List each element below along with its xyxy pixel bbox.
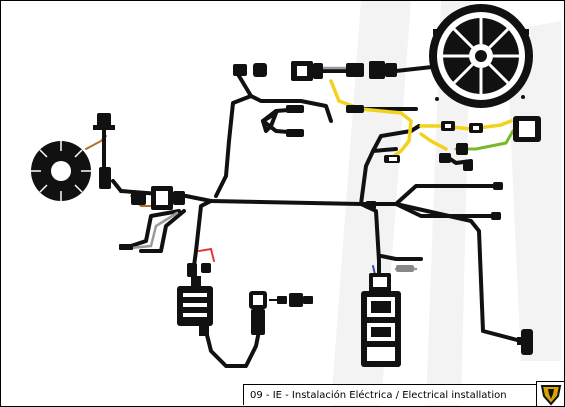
red-wire [198,68,354,262]
stator-coil [31,141,91,201]
shield-logo-icon [540,385,562,406]
caption-label: 09 - IE - Instalación Eléctrica / Electr… [250,389,507,401]
spark-plug-cap [249,291,267,335]
speed-sensor [517,329,533,355]
cooling-fan [429,4,533,108]
cdi-unit [361,273,401,367]
main-connector [131,186,185,210]
regulator [513,116,541,142]
pickup-sensor [93,113,115,189]
caption-bar: 09 - IE - Instalación Eléctrica / Electr… [243,384,536,405]
ignition-coil [177,276,213,336]
harness-connectors [119,61,503,277]
logo-box [536,381,564,406]
temperature-sensor [269,293,313,307]
